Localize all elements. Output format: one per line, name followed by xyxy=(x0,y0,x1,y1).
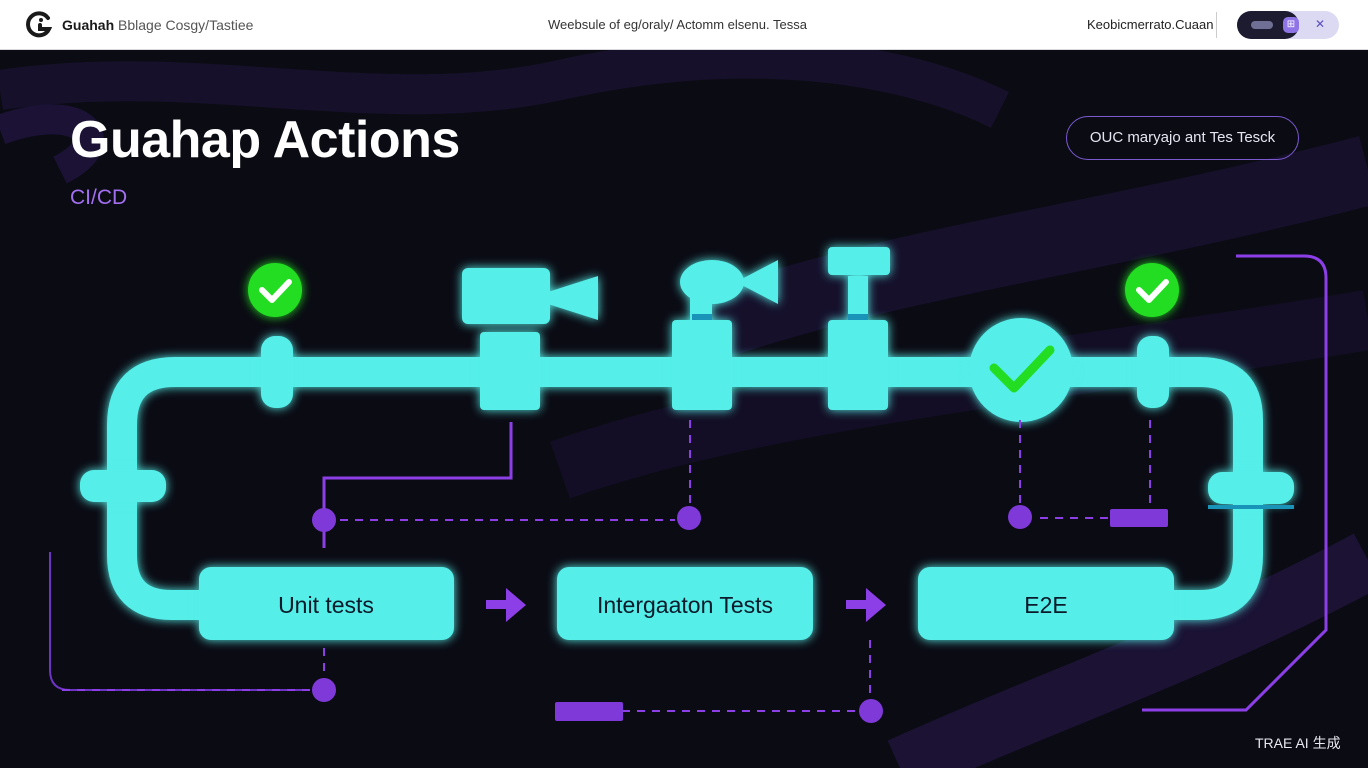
pipe-coupling xyxy=(1208,472,1294,504)
app-logo-icon[interactable] xyxy=(26,11,54,39)
stage-box-integration-tests[interactable] xyxy=(557,567,813,640)
horn-flare-icon xyxy=(736,260,778,304)
camera-lens-icon xyxy=(548,276,598,320)
theme-toggle[interactable]: ⊞ ✕ xyxy=(1237,11,1339,39)
connector-node xyxy=(312,678,336,702)
right-bracket-line xyxy=(1142,254,1328,712)
pipe-coupling xyxy=(261,336,293,408)
success-gauge xyxy=(969,318,1073,422)
stage-label-integration-tests: Intergaaton Tests xyxy=(597,592,773,618)
brand-name: Guahah xyxy=(62,17,115,33)
header-right-link[interactable]: Keobicmerrato.Cuaan xyxy=(1087,17,1214,32)
page-title: Guahap Actions xyxy=(70,111,460,169)
connector-bar xyxy=(555,702,623,721)
horn-icon xyxy=(680,260,744,304)
camera-icon xyxy=(462,268,550,324)
pipeline-diagram: Unit tests Intergaaton Tests E2E xyxy=(0,50,1368,768)
check-badge-icon xyxy=(1125,263,1179,317)
check-badge-icon xyxy=(248,263,302,317)
toggle-close-icon[interactable]: ✕ xyxy=(1315,17,1326,31)
stage-label-unit-tests: Unit tests xyxy=(278,592,374,618)
stage-box-e2e[interactable] xyxy=(918,567,1174,640)
cta-pill-button[interactable]: OUC maryajo ant Tes Tesck xyxy=(1066,116,1299,160)
toggle-track-icon xyxy=(1251,21,1273,29)
pipe-coupling xyxy=(1137,336,1169,408)
header-center-text: Weebsule of eg/oraly/ Actomm elsenu. Tes… xyxy=(548,17,807,32)
stage-box-unit-tests[interactable] xyxy=(199,567,454,640)
valve-cap xyxy=(828,247,890,275)
connector-node xyxy=(859,699,883,723)
pipe-coupling xyxy=(80,470,166,502)
brand-subtitle: Bblage Cosgy/Tastiee xyxy=(118,17,254,33)
valve-block xyxy=(828,320,888,410)
stage-label-e2e: E2E xyxy=(1024,592,1067,618)
valve-block xyxy=(480,332,540,410)
connector-node xyxy=(312,508,336,532)
connector-node xyxy=(677,506,701,530)
arrow-right-icon xyxy=(486,588,526,622)
valve-stem xyxy=(848,276,868,322)
connector-bar xyxy=(1110,509,1168,527)
header-divider xyxy=(1216,12,1217,38)
top-bar: Guahah Bblage Cosgy/Tastiee Weebsule of … xyxy=(0,0,1368,50)
background-swooshes xyxy=(0,50,1368,768)
valve-block xyxy=(672,320,732,410)
purple-connectors xyxy=(322,422,513,548)
brand[interactable]: Guahah Bblage Cosgy/Tastiee xyxy=(62,17,253,33)
toggle-active-icon: ⊞ xyxy=(1283,17,1299,33)
page-subtitle: CI/CD xyxy=(70,186,128,209)
connector-node xyxy=(1008,505,1032,529)
arrow-right-icon xyxy=(846,588,886,622)
watermark-text: TRAE AI 生成 xyxy=(1255,735,1341,751)
